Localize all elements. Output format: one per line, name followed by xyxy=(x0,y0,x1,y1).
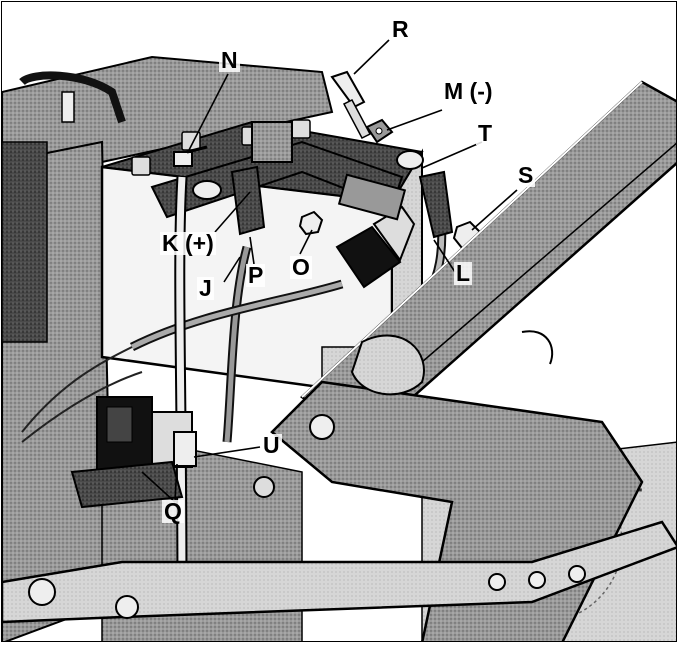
callout-u: U xyxy=(261,432,282,458)
nut-o xyxy=(298,210,324,236)
connector-block xyxy=(335,173,416,289)
callout-q: Q xyxy=(162,498,184,524)
callout-m: M (-) xyxy=(442,78,495,104)
callout-s: S xyxy=(516,162,536,188)
callout-p: P xyxy=(246,262,266,288)
callout-l: L xyxy=(454,260,473,286)
bolt-r xyxy=(330,70,372,139)
callout-o: O xyxy=(290,254,312,280)
fuse-block xyxy=(173,431,197,467)
callout-t: T xyxy=(476,120,495,146)
leader-lines xyxy=(141,39,518,503)
support-arm-lower xyxy=(2,330,676,641)
callout-j: J xyxy=(197,275,214,301)
bolt-n xyxy=(173,145,208,167)
washer-m xyxy=(365,118,394,144)
positive-terminal xyxy=(192,165,266,236)
callout-r: R xyxy=(390,16,411,42)
callout-k: K (+) xyxy=(160,230,216,256)
callout-n: N xyxy=(219,47,240,73)
negative-terminal xyxy=(396,150,454,239)
